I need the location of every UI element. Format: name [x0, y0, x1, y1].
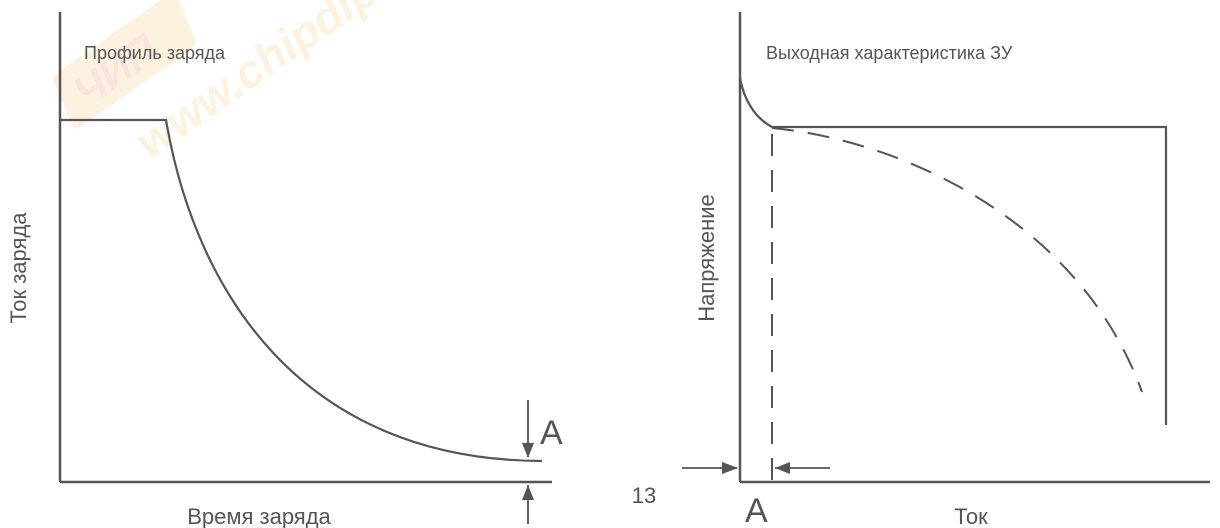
watermark: ЧИП www.chipdip [53, 0, 387, 168]
right-output-characteristic-dashed [771, 127, 1143, 393]
right-marker-arrowhead-left [722, 462, 738, 474]
left-charge-current-curve [60, 118, 543, 463]
left-marker-arrowhead-bottom [522, 485, 534, 500]
right-chart: Выходная характеристика ЗУ Напряжение То… [682, 12, 1210, 528]
right-marker-label: A [745, 492, 768, 528]
left-chart: Профиль заряда Ток заряда Время заряда A [6, 12, 563, 528]
right-chart-title: Выходная характеристика ЗУ [766, 43, 1013, 63]
watermark-logo-block [53, 0, 196, 129]
right-output-characteristic-solid [738, 77, 1168, 425]
left-chart-title: Профиль заряда [84, 43, 226, 63]
left-y-axis-label: Ток заряда [6, 212, 31, 324]
page-number: 13 [632, 483, 656, 508]
left-marker-arrowhead-top [522, 443, 534, 458]
left-marker-label: A [540, 414, 563, 452]
right-x-axis-label: Ток [954, 504, 988, 528]
left-x-axis-label: Время заряда [187, 504, 331, 528]
right-y-axis-label: Напряжение [694, 194, 719, 322]
right-marker-arrowhead-right [775, 462, 790, 474]
